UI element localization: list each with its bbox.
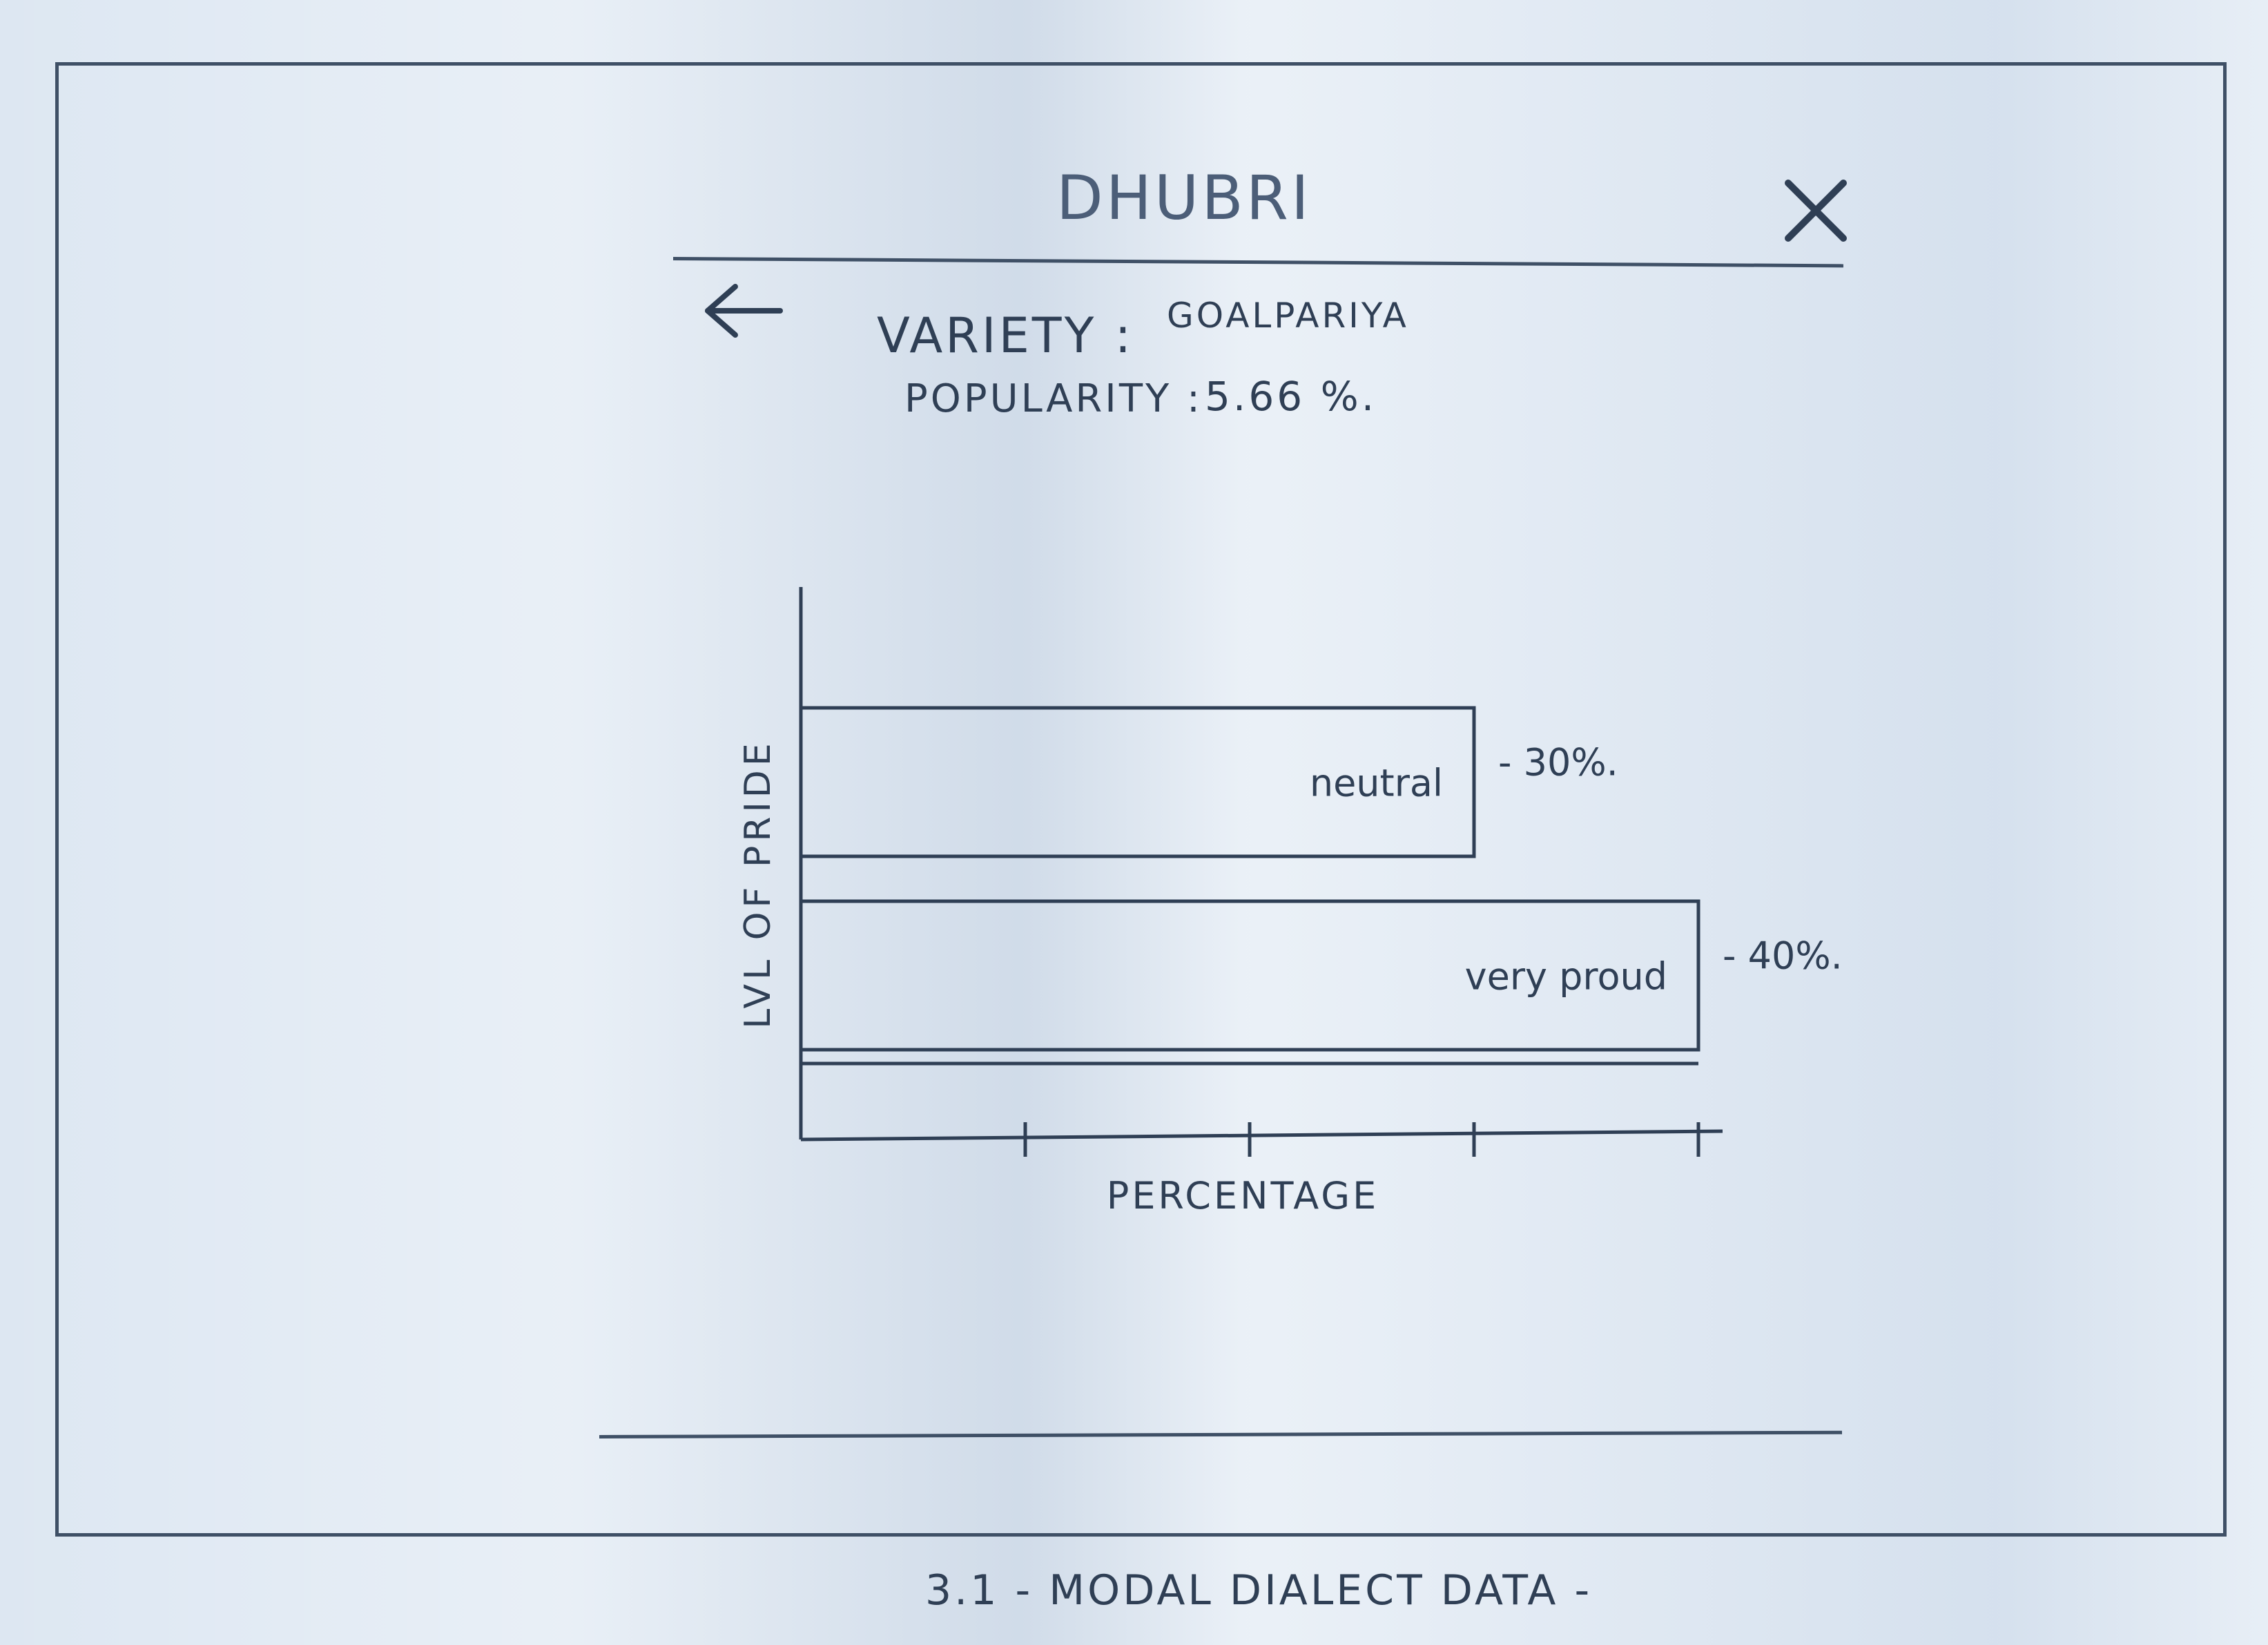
y-axis-label: LVL OF PRIDE [737,739,779,1028]
variety-value: GOALPARIYA [1167,296,1409,336]
bar-value-label: - 40%. [1723,934,1843,978]
variety-label: VARIETY : [877,307,1134,364]
bar-category-label: neutral [1310,762,1443,805]
bar-very-proud [799,899,1700,1052]
bar-category-label: very proud [1465,955,1667,999]
modal-title: DHUBRI [1056,162,1312,233]
figure-caption: 3.1 - MODAL DIALECT DATA - [925,1566,1593,1615]
bar-value-label: - 30%. [1498,741,1618,785]
modal-window-frame [55,62,2227,1537]
x-axis-line [800,1129,1723,1142]
close-icon[interactable] [1778,173,1854,249]
bar-neutral [799,706,1476,858]
back-arrow-icon[interactable] [697,280,787,342]
popularity-label: POPULARITY : [904,376,1203,421]
popularity-value: 5.66 %. [1205,373,1377,420]
x-axis-label: PERCENTAGE [1107,1174,1379,1218]
